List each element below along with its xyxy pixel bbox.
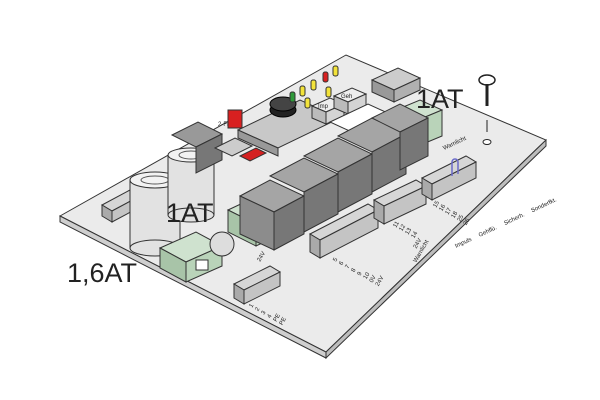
terminal-number: PE [279,317,288,327]
terminal-labels-1: 1 2 3 4 PE PE [249,303,289,327]
relays [238,103,430,251]
fuse-label-top: 1AT [416,84,464,114]
function-label: Gehflü. [478,225,498,239]
heatsink-side [195,133,223,174]
terminal-number: 24V [375,275,386,287]
terminal-number: 16 [439,203,448,212]
potentiometer-top [269,96,297,112]
terminal-block-1[interactable] [232,265,282,305]
terminal-number: 13 [405,227,414,236]
fuse-holder-left [158,231,224,283]
terminal-number: PE [273,313,282,323]
terminal-number: 1 [249,303,256,309]
terminal-number: 18 [451,210,460,219]
terminal-block-4[interactable] [420,155,478,201]
terminal-labels-4: 15 16 17 18 25 26 [433,200,472,227]
relay [268,157,340,233]
function-label: Sonderfkt. [530,197,558,214]
geh-button[interactable]: Geh [332,87,368,115]
label-24v: 24V [257,251,268,263]
pin-header [370,67,422,103]
terminal-block-3[interactable] [372,179,428,225]
terminal-number: 10 [363,271,372,280]
imp-label: Imp [318,104,329,110]
led-green [289,91,296,103]
relay [370,103,430,171]
fuse-label-middle: 1AT [166,198,214,228]
led-yellow [325,86,332,98]
terminal-number: 3 [261,310,268,316]
led-red [322,71,329,83]
terminal-number: 6 [339,260,346,266]
terminal-number: 11 [393,220,402,229]
function-label: Sicherh. [503,212,526,227]
pcb-board-edge-right [325,138,547,360]
relay [302,137,374,213]
led-yellow [332,65,339,77]
wire-bridge [451,158,459,176]
fuse-label-left: 1,6AT [67,258,137,288]
terminal-number: 12 [399,223,408,232]
ic-chip-small [213,137,254,157]
terminal-block-2[interactable] [308,203,380,259]
relay [238,179,306,251]
terminal-number: 4 [267,313,274,319]
terminal-number: 9 [357,271,364,277]
terminal-number: 15 [433,200,442,209]
terminal-number: 0V [369,275,378,284]
terminal-number: 14 [411,230,420,239]
varistor [209,231,235,257]
terminal-number: 26 [463,217,472,226]
terminal-number: 5 [333,257,340,263]
terminal-number: 24V [413,238,424,250]
leds [289,65,339,109]
terminal-labels-2: 5 6 7 8 9 10 0V 24V [333,257,386,288]
terminal-number: 25 [457,214,466,223]
label-2fl: 2-Fl [218,122,228,128]
screw-icon [478,74,496,145]
geh-label: Geh [341,94,352,100]
terminal-number: 17 [445,207,454,216]
jumper-red-2 [238,147,268,162]
jumper-red-1 [227,109,243,129]
led-yellow [299,85,306,97]
terminal-number: 7 [345,264,352,270]
led-yellow [310,79,317,91]
ic-chip-side [237,129,279,157]
terminal-number: 2 [255,306,262,312]
terminal-number: 8 [351,267,358,273]
led-yellow [304,97,311,109]
function-label: Impuls [454,237,473,250]
